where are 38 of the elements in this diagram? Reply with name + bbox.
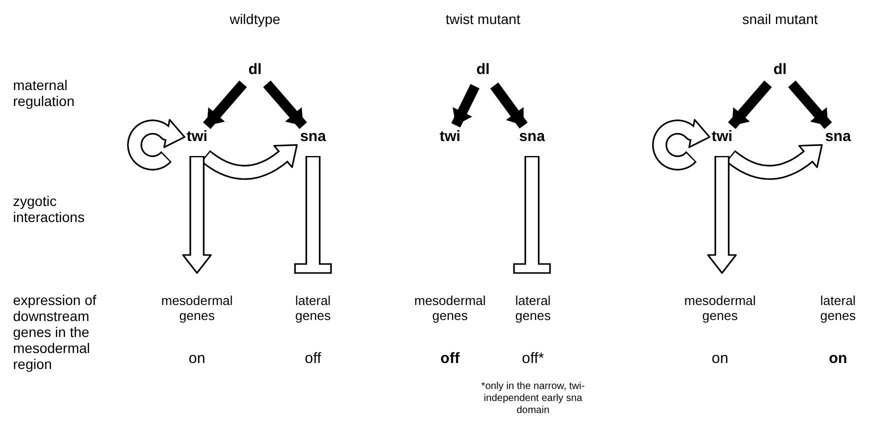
expression-state: on xyxy=(712,350,728,368)
gene-name: sna xyxy=(825,128,851,146)
gene-name: twi xyxy=(186,128,208,146)
gene-name: dl xyxy=(476,61,490,79)
arrow xyxy=(263,80,307,129)
expression-state: on xyxy=(188,350,206,368)
target-genes-label: mesodermal genes xyxy=(160,293,234,323)
target-genes-label: lateral genes xyxy=(819,293,857,323)
arrow xyxy=(728,80,772,129)
arrow xyxy=(451,84,480,128)
target-genes-label: mesodermal genes xyxy=(683,293,757,323)
hollow-arrow xyxy=(707,156,737,274)
row-label: expression of downstream genes in the mesodermal region xyxy=(13,292,98,372)
hollow-arrow xyxy=(652,118,710,170)
gene-name: twi xyxy=(712,128,732,146)
expression-state: off* xyxy=(522,350,544,368)
expression-state: off xyxy=(440,350,460,368)
panel-title: twist mutant xyxy=(446,11,520,27)
hollow-arrow xyxy=(182,156,212,274)
gene-name: dl xyxy=(248,61,262,79)
row-label: zygotic interactions xyxy=(13,193,86,225)
expression-state: on xyxy=(828,350,848,368)
gene-name: sna xyxy=(300,128,326,146)
hollow-arrow xyxy=(127,118,186,170)
footnote: *only in the narrow, twi-independent early sna domain xyxy=(480,381,586,417)
row-label: maternal regulation xyxy=(13,77,76,109)
arrow xyxy=(788,80,832,129)
panel-title: wildtype xyxy=(230,11,280,27)
panel-title: snail mutant xyxy=(742,11,818,27)
arrow xyxy=(203,80,247,129)
target-genes-label: lateral genes xyxy=(514,293,552,323)
gene-name: dl xyxy=(773,61,787,79)
arrow xyxy=(490,82,528,129)
expression-state: off xyxy=(304,350,322,368)
target-genes-label: mesodermal genes xyxy=(413,293,487,323)
gene-name: sna xyxy=(519,128,545,146)
target-genes-label: lateral genes xyxy=(294,293,332,323)
gene-name: twi xyxy=(440,128,460,146)
